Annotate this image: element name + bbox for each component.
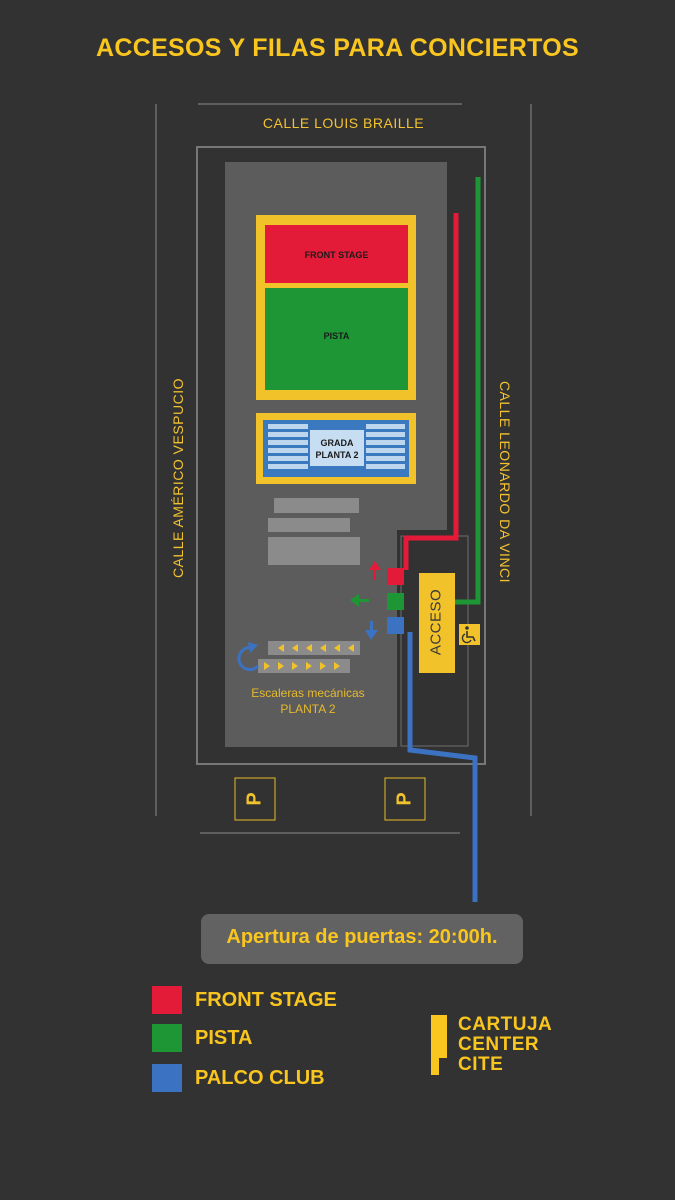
access-label: ACCESO bbox=[427, 588, 445, 656]
doors-open-box bbox=[201, 914, 523, 964]
legend-swatch-pista bbox=[152, 1024, 182, 1052]
grada-label-bg bbox=[310, 430, 364, 466]
pista-zone bbox=[265, 288, 408, 390]
route-pista bbox=[455, 177, 481, 605]
escalator-label-line1: Escaleras mecánicas bbox=[251, 686, 365, 700]
legend-swatch-front-stage bbox=[152, 986, 182, 1014]
legend-label-pista: PISTA bbox=[195, 1027, 253, 1049]
logo-icon bbox=[431, 1015, 447, 1075]
grada-label: GRADA PLANTA 2 bbox=[310, 437, 364, 461]
escalator-label-line2: PLANTA 2 bbox=[280, 702, 336, 716]
legend-label-palco-club: PALCO CLUB bbox=[195, 1067, 325, 1089]
entrance-palco-club bbox=[387, 617, 404, 634]
parking-sign-right bbox=[384, 777, 426, 821]
route-palco-club bbox=[407, 632, 478, 902]
parking-sign-left bbox=[234, 777, 276, 821]
logo-line3: CITE bbox=[458, 1054, 504, 1075]
parking-label-right: P bbox=[393, 792, 416, 806]
escalator-down bbox=[268, 641, 360, 655]
logo-line2: CENTER bbox=[458, 1034, 540, 1055]
logo: CARTUJA CENTER CITE bbox=[458, 1015, 552, 1075]
escalator-label: Escaleras mecánicas PLANTA 2 bbox=[228, 685, 388, 717]
arrow-down-icon bbox=[365, 621, 378, 640]
access-box bbox=[419, 573, 455, 673]
doors-open-text: Apertura de puertas: 20:00h. bbox=[226, 926, 498, 948]
escalator-up-arrows bbox=[264, 662, 340, 670]
site-outline bbox=[196, 146, 486, 765]
front-stage-label: FRONT STAGE bbox=[304, 250, 369, 260]
logo-line1: CARTUJA bbox=[458, 1014, 553, 1035]
logo-mark bbox=[431, 1015, 451, 1075]
street-name-top: CALLE LOUIS BRAILLE bbox=[262, 115, 425, 131]
page-title: ACCESOS Y FILAS PARA CONCIERTOS bbox=[96, 34, 579, 62]
street-name-left: CALLE AMÉRICO VESPUCIO bbox=[170, 377, 186, 579]
service-block-1 bbox=[274, 498, 359, 513]
wheelchair-icon bbox=[459, 624, 480, 645]
grada-label-line2: PLANTA 2 bbox=[315, 450, 359, 460]
rotate-arrow-icon bbox=[237, 642, 260, 672]
arrow-up-icon bbox=[369, 561, 381, 580]
service-block-3 bbox=[268, 537, 360, 565]
grada-label-line1: GRADA bbox=[320, 438, 354, 448]
escalator-up bbox=[258, 659, 350, 673]
pista-label: PISTA bbox=[323, 331, 350, 341]
parking-label-left: P bbox=[243, 792, 266, 806]
legend-swatch-palco-club bbox=[152, 1064, 182, 1092]
entrance-front-stage bbox=[387, 568, 404, 585]
front-stage-zone bbox=[265, 225, 408, 283]
grada-seat-rows bbox=[268, 424, 405, 469]
legend-label-front-stage: FRONT STAGE bbox=[195, 989, 337, 1011]
service-block-2 bbox=[268, 518, 350, 532]
arrow-left-icon bbox=[350, 594, 369, 607]
street-name-right: CALLE LEONARDO DA VINCI bbox=[497, 380, 513, 584]
escalator-down-arrows bbox=[278, 644, 354, 652]
entrance-pista bbox=[387, 593, 404, 610]
route-front-stage bbox=[403, 213, 459, 570]
